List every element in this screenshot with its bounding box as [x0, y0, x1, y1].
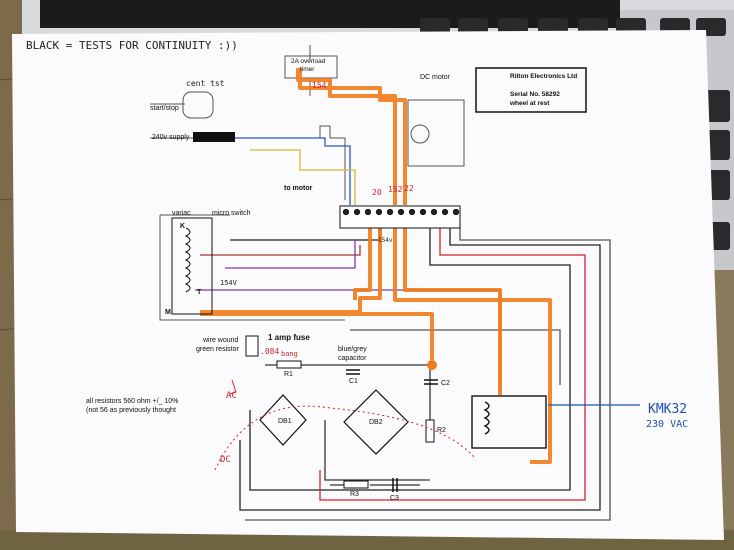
terminal-label-152: 152 — [388, 185, 403, 194]
bang-note: bang — [281, 350, 298, 358]
db2-diamond — [343, 389, 409, 455]
wire-wound-label: wire wound — [203, 337, 239, 344]
laptop-screen-edge — [40, 0, 620, 28]
resistance-note: .084 — [260, 347, 280, 356]
overload-note: 154 — [312, 81, 327, 90]
r2-label: R2 — [437, 427, 446, 434]
variac-t-label: T — [197, 289, 202, 296]
laptop-keys — [420, 18, 730, 250]
supply-plug — [193, 132, 235, 142]
overload-sub-label: timer — [300, 66, 315, 73]
v154b-label: 154v — [378, 237, 393, 244]
c1-label: C1 — [349, 378, 358, 385]
relay-label: KMK32 — [648, 402, 688, 417]
relay-voltage-label: 230 VAC — [646, 419, 689, 430]
serial-number: Serial No. 58292 — [510, 91, 560, 98]
r3-label: R3 — [350, 491, 359, 498]
cent-tst-label: cent tst — [186, 79, 225, 88]
variac-m-label: M — [165, 309, 171, 316]
resistor-note-1: all resistors 560 ohm +/_ 10% — [86, 398, 179, 405]
fuse-label: 1 amp fuse — [268, 333, 310, 342]
db2-label: DB2 — [369, 419, 383, 426]
terminal-strip — [339, 205, 461, 229]
micro-switch-label: micro switch — [212, 210, 251, 217]
overload-label: 2A overload — [291, 58, 326, 65]
c3-label: C3 — [390, 495, 399, 502]
green-resistor-label: green resistor — [196, 346, 239, 353]
relay-box — [471, 395, 547, 449]
r1-label: R1 — [284, 371, 293, 378]
variac-k-label: K — [180, 223, 186, 230]
v154-label: 154V — [220, 279, 237, 287]
to-motor-label: to motor — [284, 185, 313, 192]
dc-motor-label: DC motor — [420, 74, 450, 81]
resistor-note-2: (not 56 as previously thought — [86, 407, 176, 414]
capacitor2-label: capacitor — [338, 355, 367, 362]
db1-diamond — [259, 394, 307, 446]
dc-note: DC — [220, 455, 231, 465]
start-stop-label: start/stop — [150, 105, 179, 112]
supply-label: 240v supply — [152, 134, 190, 141]
variac-label: variac — [172, 210, 191, 217]
ac-note: AC — [226, 391, 237, 401]
terminal-label-20: 20 — [372, 188, 382, 197]
variac-coil — [171, 217, 213, 315]
company-name: Rilton Electronics Ltd — [510, 73, 578, 80]
db1-label: DB1 — [278, 418, 292, 425]
capacitor-label: blue/grey — [338, 346, 367, 353]
c2-label: C2 — [441, 380, 450, 387]
wheel-status: wheel at rest — [510, 100, 550, 107]
terminal-label-22: 22 — [404, 184, 414, 193]
header-note: BLACK = TESTS FOR CONTINUITY :)) — [26, 39, 238, 52]
